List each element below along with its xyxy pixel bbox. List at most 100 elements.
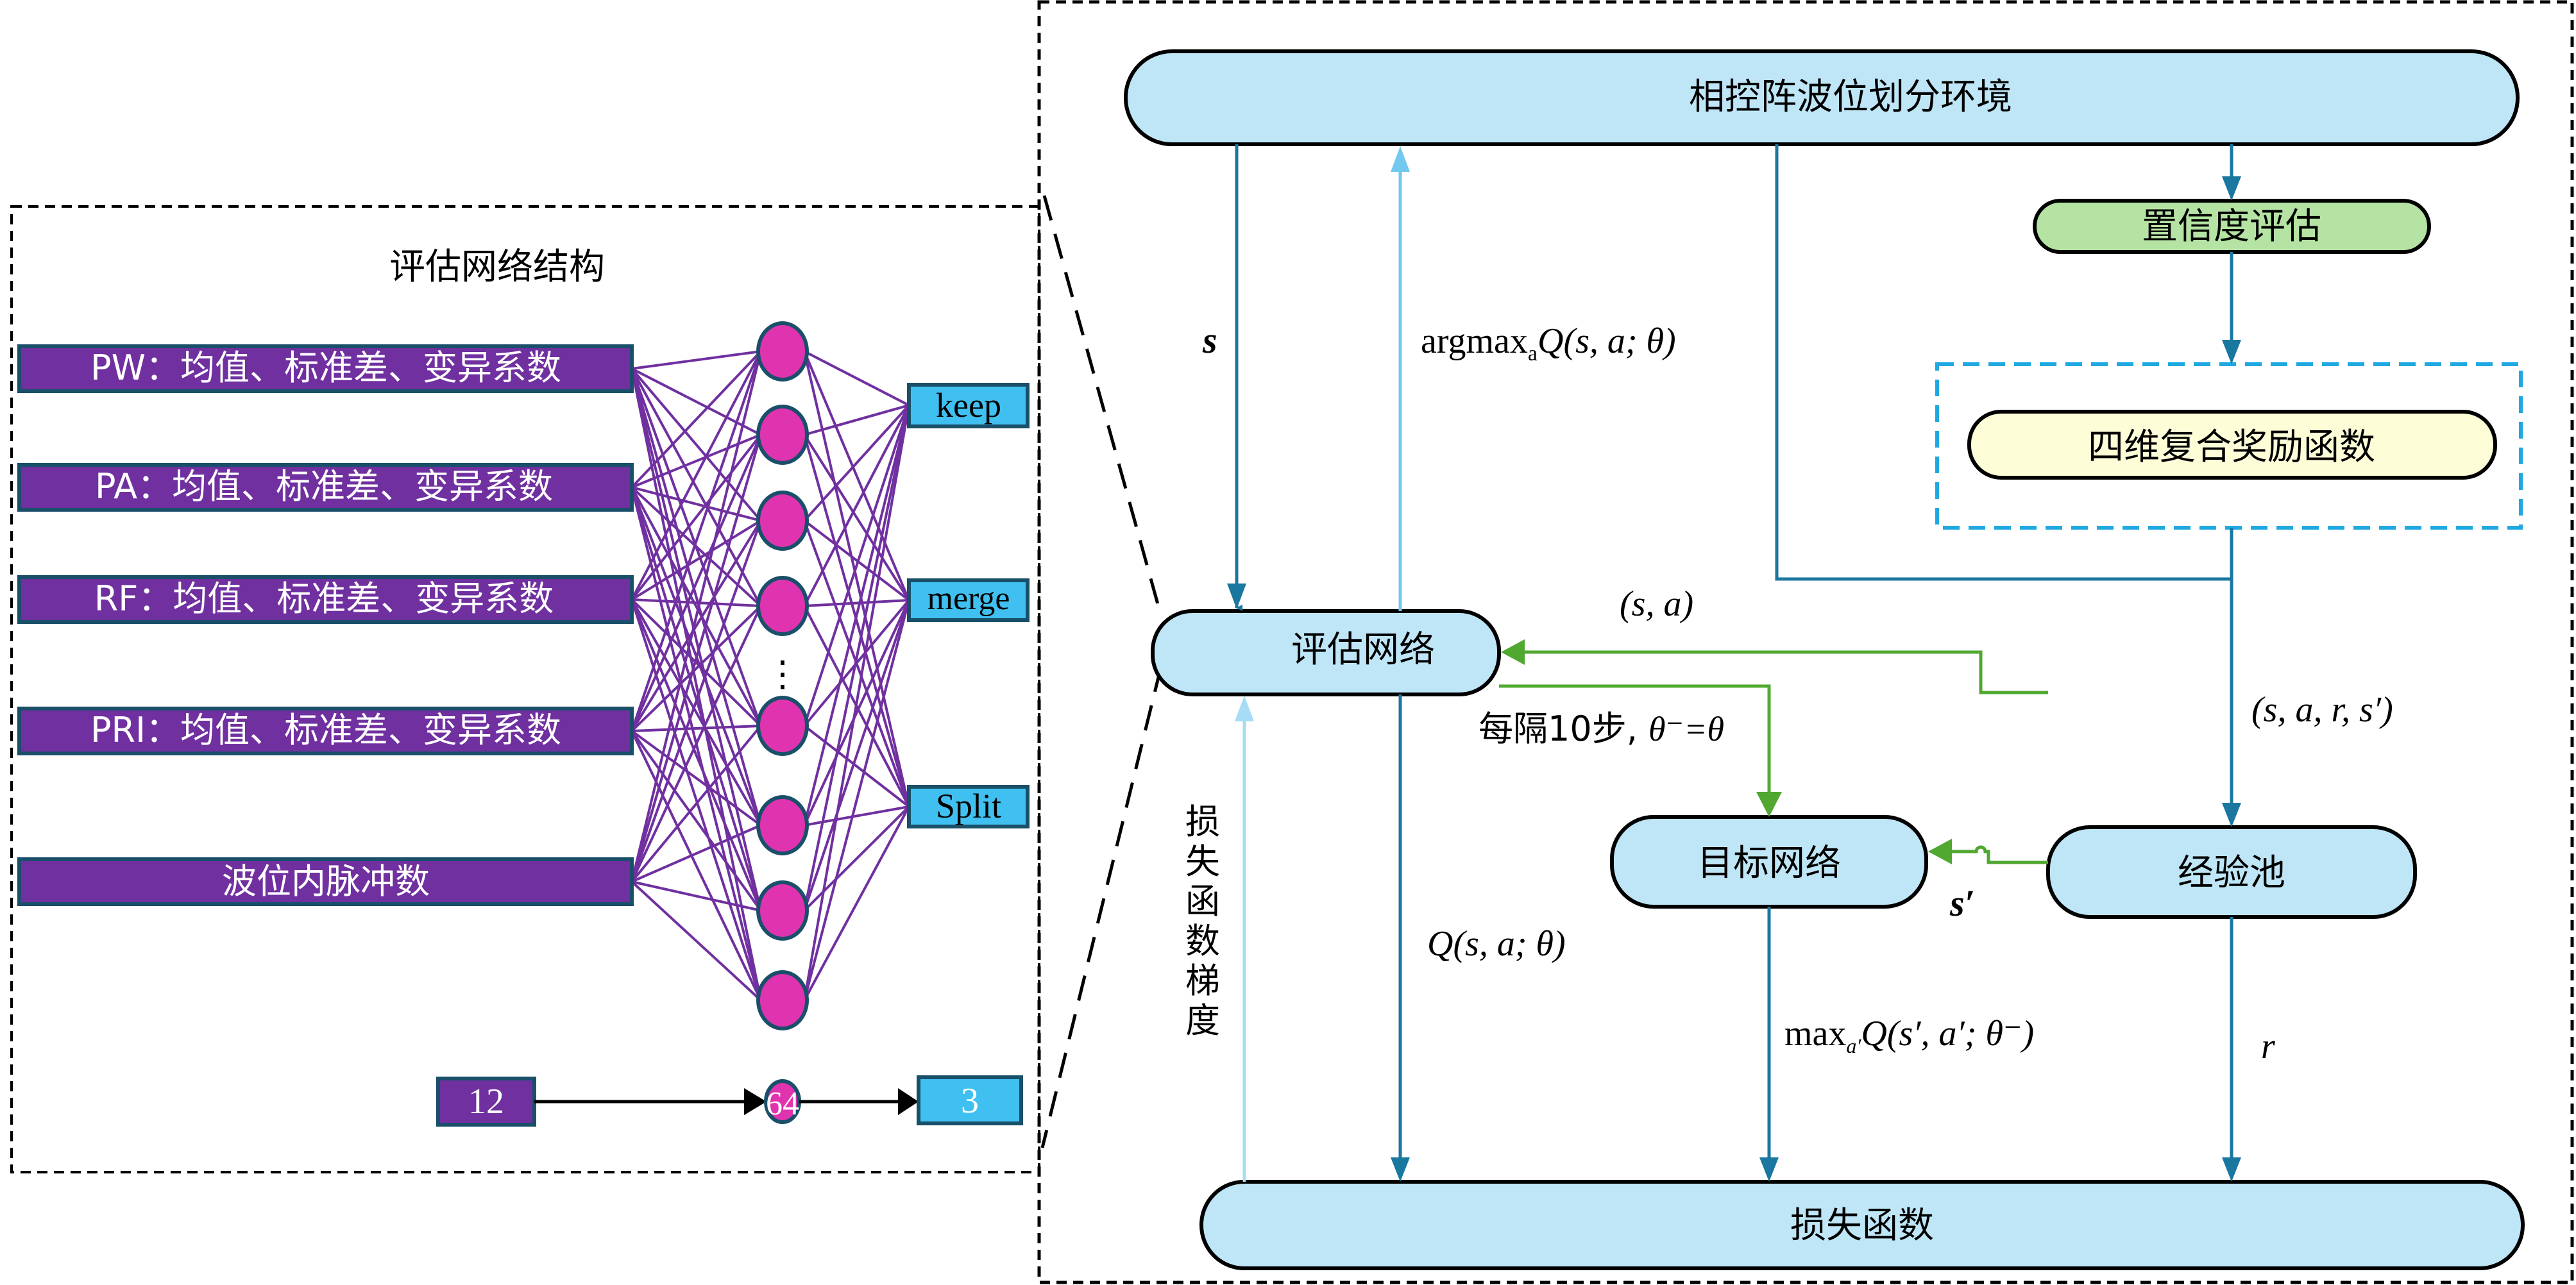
arrowhead-loss-to-eval (1235, 696, 1254, 721)
network-edges (631, 350, 910, 1002)
input-rf: RF：均值、标准差、变异系数 (17, 575, 634, 624)
hidden-neuron (756, 696, 809, 756)
hidden-output-edge (804, 599, 910, 607)
reward-label: 四维复合奖励函数 (2088, 426, 2375, 468)
gradient-char: 数 (1185, 921, 1220, 961)
arrowhead-target-to-loss (1759, 1157, 1779, 1182)
hidden-neuron (756, 576, 809, 636)
eval-net-node: 评估网络 (1151, 609, 1501, 696)
hidden-output-edge (804, 350, 910, 407)
arrow-env-to-pool (1775, 144, 2232, 581)
input-hidden-edge (631, 824, 761, 883)
arrowhead-reward-to-pool (2222, 803, 2241, 827)
target-net-label: 目标网络 (1697, 843, 1841, 884)
zoom-connector-bottom (1040, 666, 1163, 1148)
size-arrowhead-2 (898, 1088, 919, 1115)
input-hidden-edge (631, 598, 761, 607)
arrowhead-eval-to-env (1391, 146, 1410, 172)
sync-label: 每隔10步, θ⁻=θ (1479, 709, 1724, 749)
input-hidden-edge (631, 486, 762, 607)
argmax-label: argmaxaQ(s, a; θ) (1421, 321, 1676, 365)
size-arrowhead-1 (744, 1088, 767, 1115)
input-hidden-edge (631, 367, 761, 436)
max-subscript: a′ (1846, 1034, 1861, 1057)
hidden-output-edge (804, 404, 910, 436)
hidden-output-edge (803, 405, 910, 826)
hidden-output-edge (803, 405, 910, 726)
max-label: maxa′Q(s′, a′; θ⁻) (1784, 1014, 2034, 1057)
hidden-neuron (756, 321, 809, 382)
hidden-output-edge (803, 725, 910, 808)
hidden-output-edge (803, 434, 910, 807)
input-hidden-edge (631, 434, 762, 732)
environment-node: 相控阵波位划分环境 (1124, 49, 2520, 146)
sync-prefix: 每隔10步, (1479, 709, 1648, 749)
reward-node: 四维复合奖励函数 (1967, 410, 2497, 480)
input-hidden-edge (631, 487, 762, 726)
gradient-label: 损 失 函 数 梯 度 (1185, 802, 1220, 1041)
output-split-label: Split (936, 787, 1001, 825)
input-pulse-count-label: 波位内脉冲数 (222, 861, 430, 902)
hidden-layer (756, 321, 809, 1030)
hidden-output-edge (803, 600, 910, 1001)
input-pw-label: PW：均值、标准差、变异系数 (90, 348, 561, 388)
input-hidden-edge (631, 368, 762, 1001)
target-net-node: 目标网络 (1610, 815, 1928, 909)
reward-group-frame (1935, 362, 2523, 530)
hidden-output-edge (803, 351, 910, 601)
input-hidden-edge (631, 725, 762, 883)
layer-size-row: 12 64 3 (436, 1075, 1023, 1127)
network-structure-title: 评估网络结构 (389, 246, 605, 288)
output-merge-label: merge (928, 580, 1010, 617)
input-hidden-edge (631, 368, 762, 607)
arrowhead-pool-to-eval (1501, 639, 1525, 665)
replay-pool-label: 经验池 (2178, 852, 2285, 894)
hidden-neuron (756, 880, 809, 941)
hidden-neuron (756, 491, 809, 551)
hidden-output-edge (803, 600, 910, 911)
input-pw: PW：均值、标准差、变异系数 (17, 344, 634, 393)
loss-label: 损失函数 (1790, 1205, 1934, 1247)
input-hidden-edge (631, 486, 761, 522)
hidden-ellipsis: ⋮ (765, 655, 801, 694)
hidden-output-edge (803, 351, 910, 807)
input-hidden-edge (631, 351, 762, 882)
input-hidden-edge (631, 880, 761, 912)
input-size-label: 12 (468, 1082, 504, 1121)
input-hidden-edge (631, 351, 762, 732)
input-pa: PA：均值、标准差、变异系数 (17, 463, 634, 512)
hidden-output-edge (803, 600, 910, 826)
gradient-char: 损 (1185, 802, 1220, 842)
hidden-output-edge (803, 519, 910, 601)
input-hidden-edge (631, 368, 762, 911)
hidden-neuron (756, 970, 809, 1030)
input-pri-label: PRI：均值、标准差、变异系数 (90, 710, 561, 750)
hidden-output-edge (803, 433, 910, 601)
input-hidden-edge (631, 350, 761, 370)
output-size-box (917, 1075, 1023, 1125)
output-merge: merge (907, 578, 1030, 622)
arrowhead-pool-to-loss (2222, 1157, 2241, 1182)
q-eval-label: Q(s, a; θ) (1427, 924, 1566, 964)
hidden-output-edge (803, 405, 910, 607)
arrowhead-eval-to-loss (1391, 1157, 1410, 1182)
argmax-subscript: a (1528, 342, 1538, 365)
input-hidden-edge (631, 880, 762, 1002)
output-split: Split (907, 785, 1030, 828)
input-hidden-edge (631, 368, 762, 826)
arrow-eval-to-target (1499, 684, 1771, 798)
input-hidden-edge (631, 520, 762, 882)
gradient-char: 梯 (1185, 961, 1220, 1001)
state-action-label: (s, a) (1620, 584, 1693, 624)
transition-label: (s, a, r, s′) (2251, 690, 2393, 730)
input-hidden-edge (631, 350, 762, 489)
input-hidden-edge (631, 605, 762, 882)
input-hidden-edge (631, 730, 762, 827)
replay-pool-node: 经验池 (2046, 825, 2417, 919)
input-rf-label: RF：均值、标准差、变异系数 (94, 578, 554, 619)
next-state-label: s′ (1949, 882, 1975, 924)
input-hidden-edge (631, 433, 762, 601)
hidden-neuron (756, 405, 809, 465)
right-panel-frame (1037, 0, 2574, 1284)
